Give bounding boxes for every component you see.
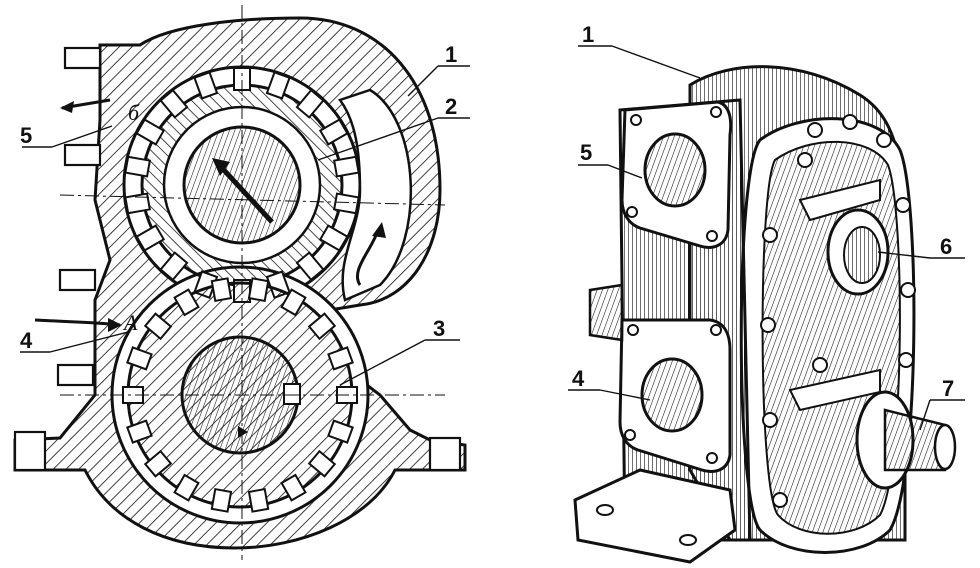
perspective-view: 1 5 6 4 7 xyxy=(568,22,965,564)
cavity-mark-suction: А xyxy=(122,310,138,335)
callout-left-2: 2 xyxy=(445,94,457,119)
callout-right-7: 7 xyxy=(942,376,954,401)
callout-right-1: 1 xyxy=(582,22,594,47)
callout-right-5: 5 xyxy=(580,140,592,165)
callout-right-6: 6 xyxy=(940,234,952,259)
sectional-view: б А 1 2 3 4 5 xyxy=(13,5,470,560)
mounting-studs xyxy=(13,46,462,472)
callout-left-3: 3 xyxy=(433,316,445,341)
callout-left-1: 1 xyxy=(445,42,457,67)
cavity-mark-discharge: б xyxy=(128,100,140,125)
callout-left-5: 5 xyxy=(20,123,32,148)
callout-left-4: 4 xyxy=(20,328,33,353)
callout-right-4: 4 xyxy=(572,366,585,391)
drive-shaft xyxy=(855,390,957,490)
